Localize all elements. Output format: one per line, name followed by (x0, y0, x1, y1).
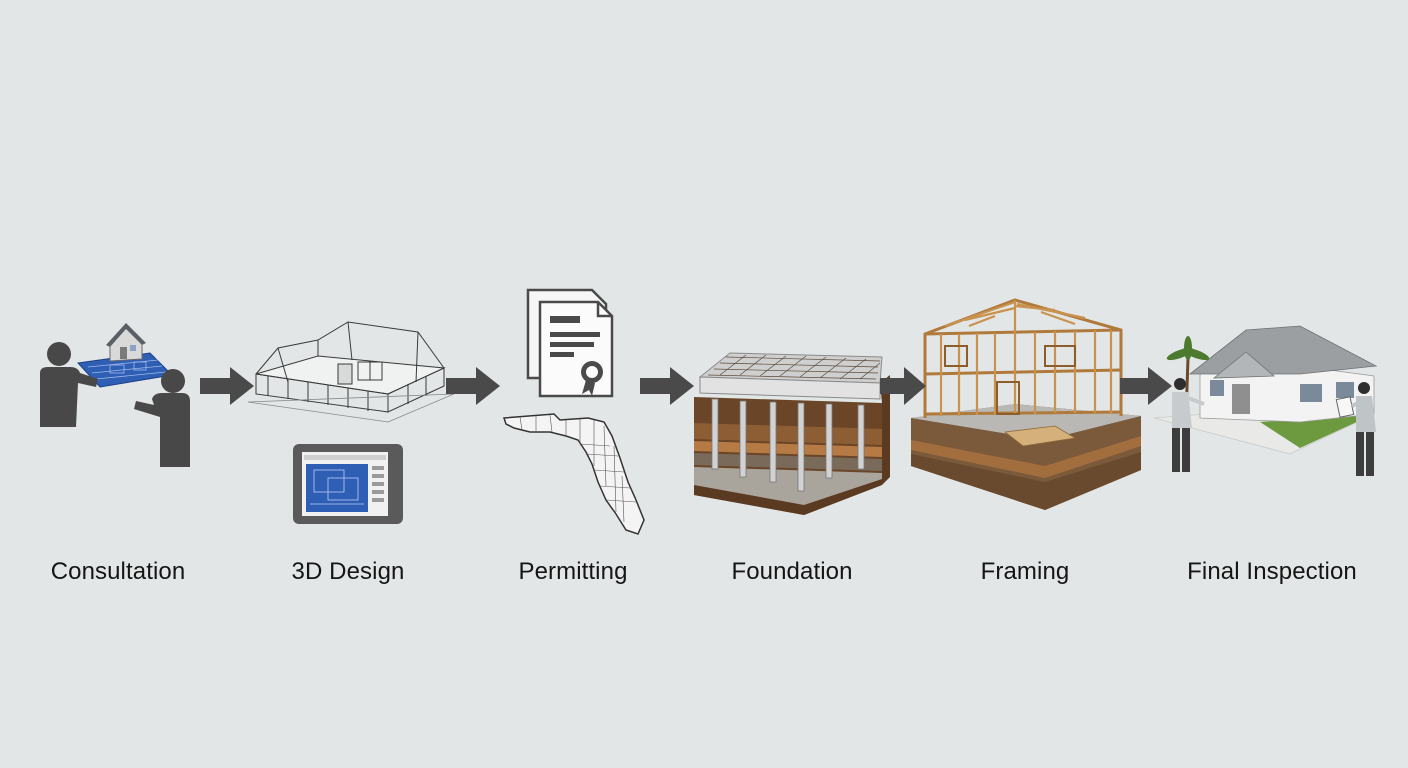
permit-documents-florida-map-icon (502, 288, 645, 535)
foundation-illustration (690, 345, 900, 520)
house-framing-icon (911, 298, 1141, 510)
arrow-design-to-permitting (446, 367, 500, 405)
arrow-consultation-to-design (200, 367, 254, 405)
foundation-cross-section-icon (694, 352, 890, 515)
permitting-illustration (500, 286, 650, 538)
arrow-framing-to-inspection (1120, 367, 1172, 405)
3d-design-illustration (247, 312, 455, 527)
consultation-people-house-icon (40, 323, 190, 467)
step-label-foundation: Foundation (731, 558, 853, 585)
arrow-permitting-to-foundation (640, 367, 694, 405)
3d-house-wireframe-tablet-icon (247, 321, 455, 524)
step-label-permitting: Permitting (518, 558, 628, 585)
step-label-consultation: Consultation (50, 558, 186, 585)
final-inspection-house-icon (1153, 325, 1378, 476)
final-inspection-illustration (1150, 318, 1390, 483)
step-label-final-inspection: Final Inspection (1187, 558, 1357, 585)
step-label-framing: Framing (980, 558, 1070, 585)
consultation-illustration (30, 315, 200, 480)
arrow-foundation-to-framing (880, 367, 926, 405)
step-label-3d-design: 3D Design (291, 558, 405, 585)
framing-illustration (905, 290, 1145, 515)
